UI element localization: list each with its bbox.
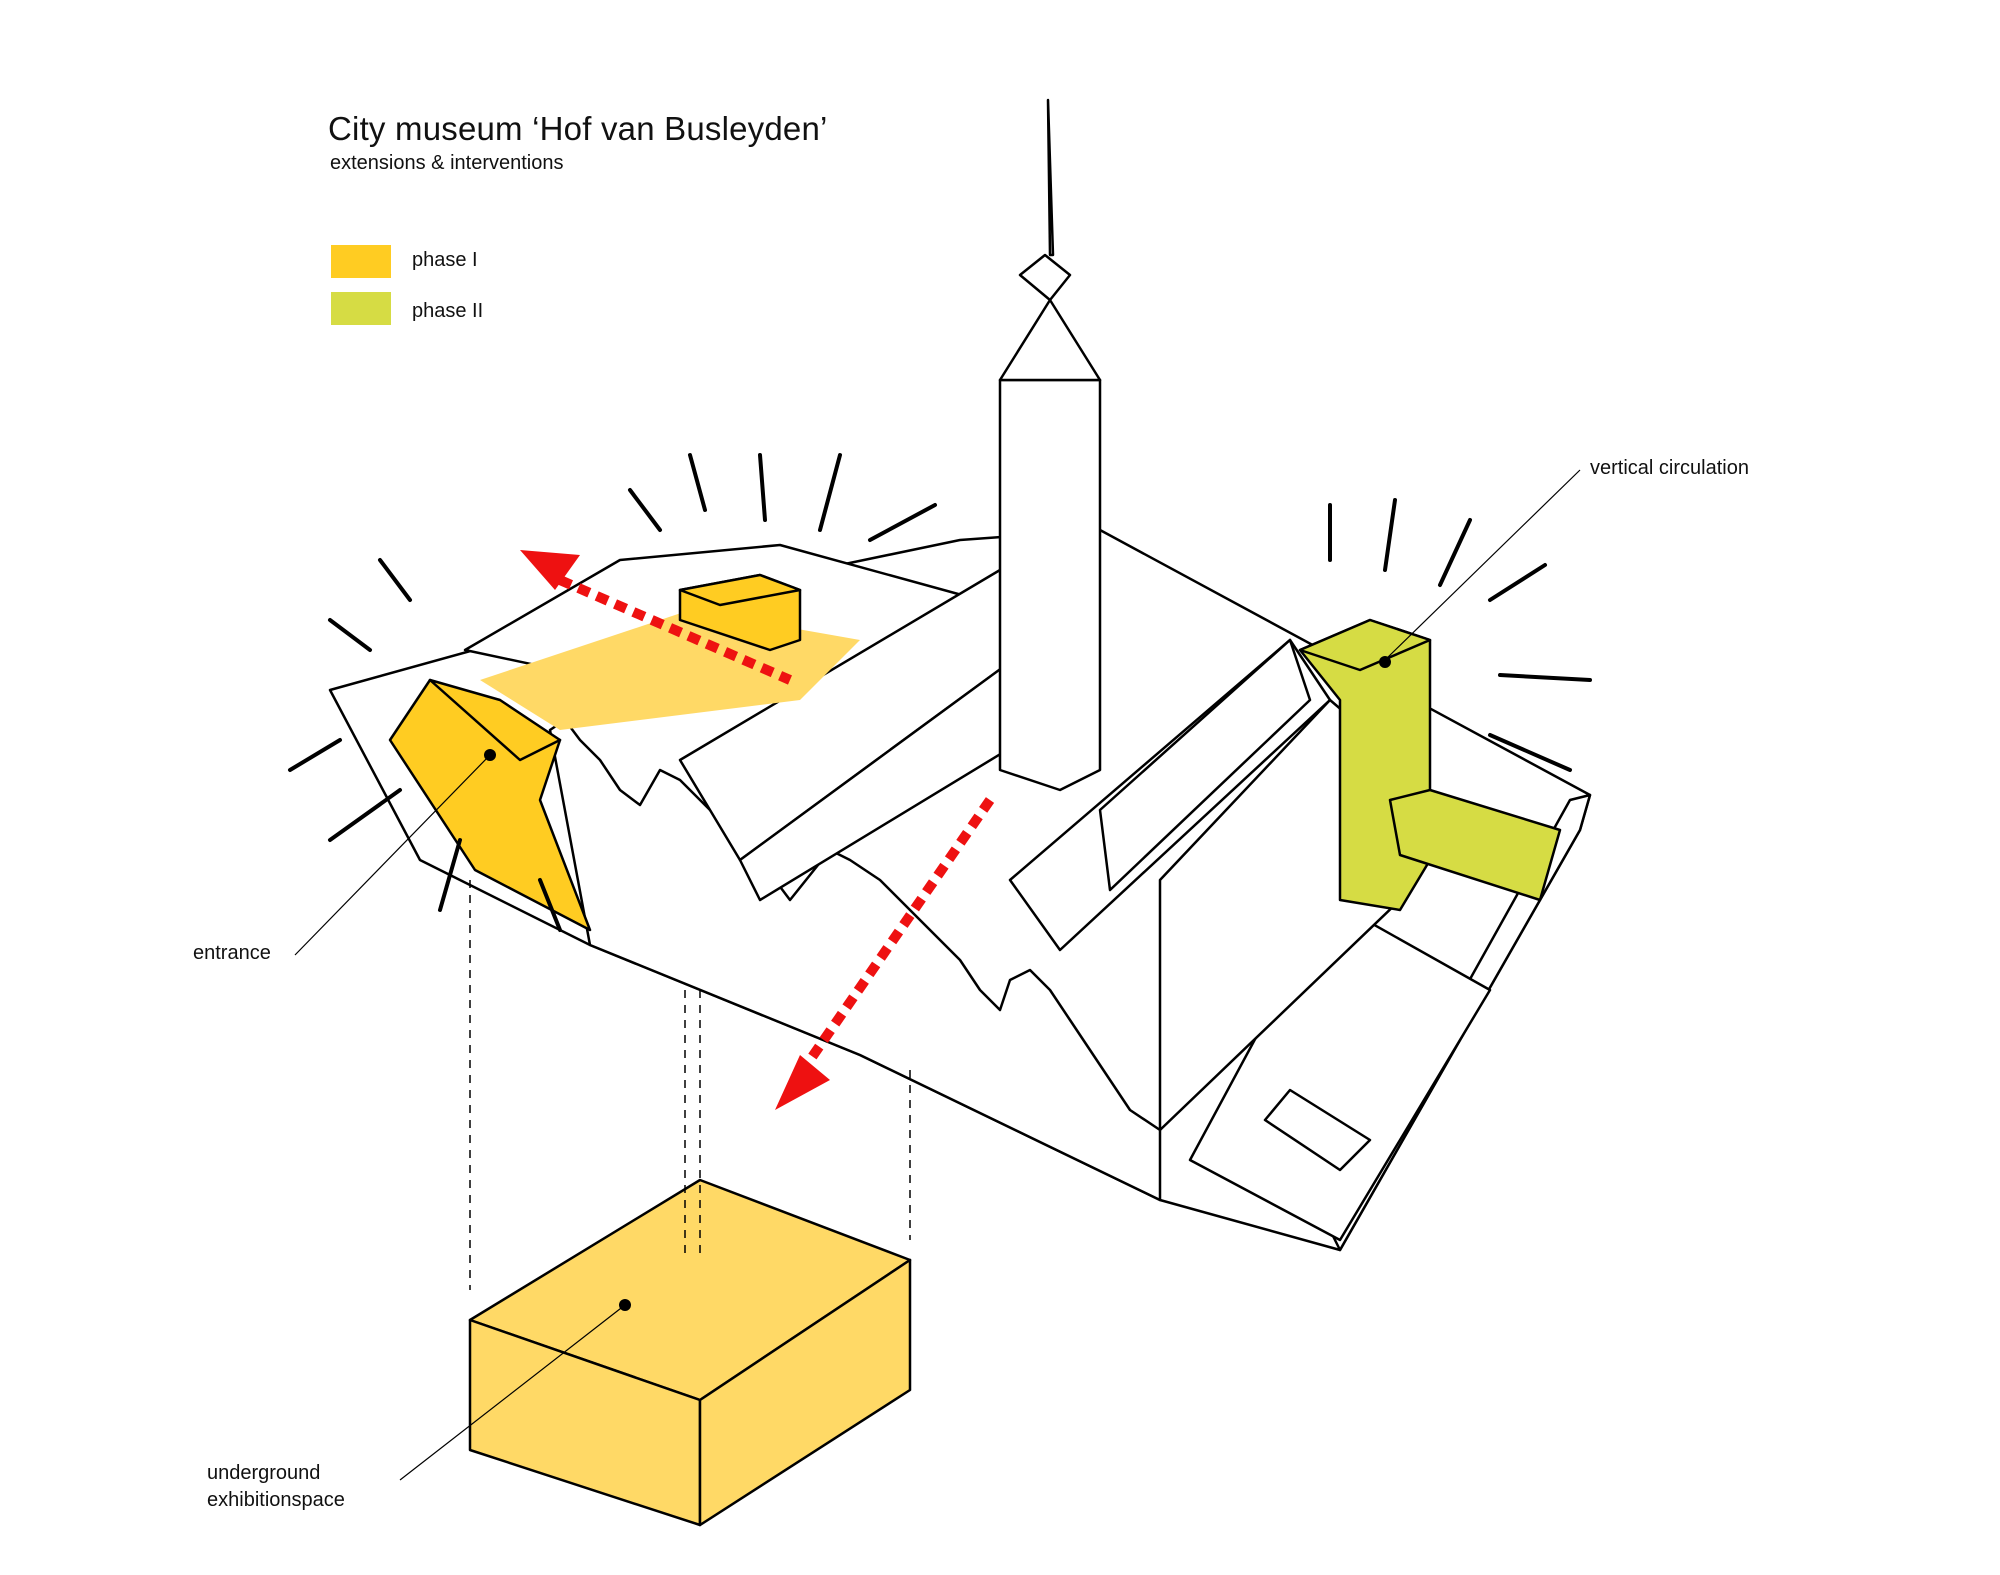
red-arrows (558, 575, 995, 1063)
red-arrow-heads (520, 550, 830, 1110)
phase2-tower (1298, 618, 1562, 912)
leader-lines (294, 469, 1581, 1481)
projection-lines (469, 880, 911, 1290)
legend-label-phase1: phase I (412, 249, 478, 271)
legend-label-phase2: phase II (412, 300, 484, 322)
legend-swatch-phase2 (331, 292, 391, 325)
diagram-title: City museum ‘Hof van Busleyden’ (328, 110, 828, 147)
legend-swatch-phase1 (331, 245, 391, 278)
diagram-subtitle: extensions & interventions (330, 152, 564, 174)
church-tower (998, 98, 1102, 792)
callout-entrance: entrance (193, 942, 271, 964)
callout-vertical-circulation: vertical circulation (1590, 457, 1749, 479)
callout-underground-line1: underground (207, 1462, 321, 1484)
callout-underground-line2: exhibitionspace (207, 1489, 345, 1511)
phase1-elements (388, 573, 860, 932)
leader-dots (484, 656, 1391, 1311)
emphasis-strokes (288, 453, 1592, 932)
underground-box (468, 1178, 912, 1527)
